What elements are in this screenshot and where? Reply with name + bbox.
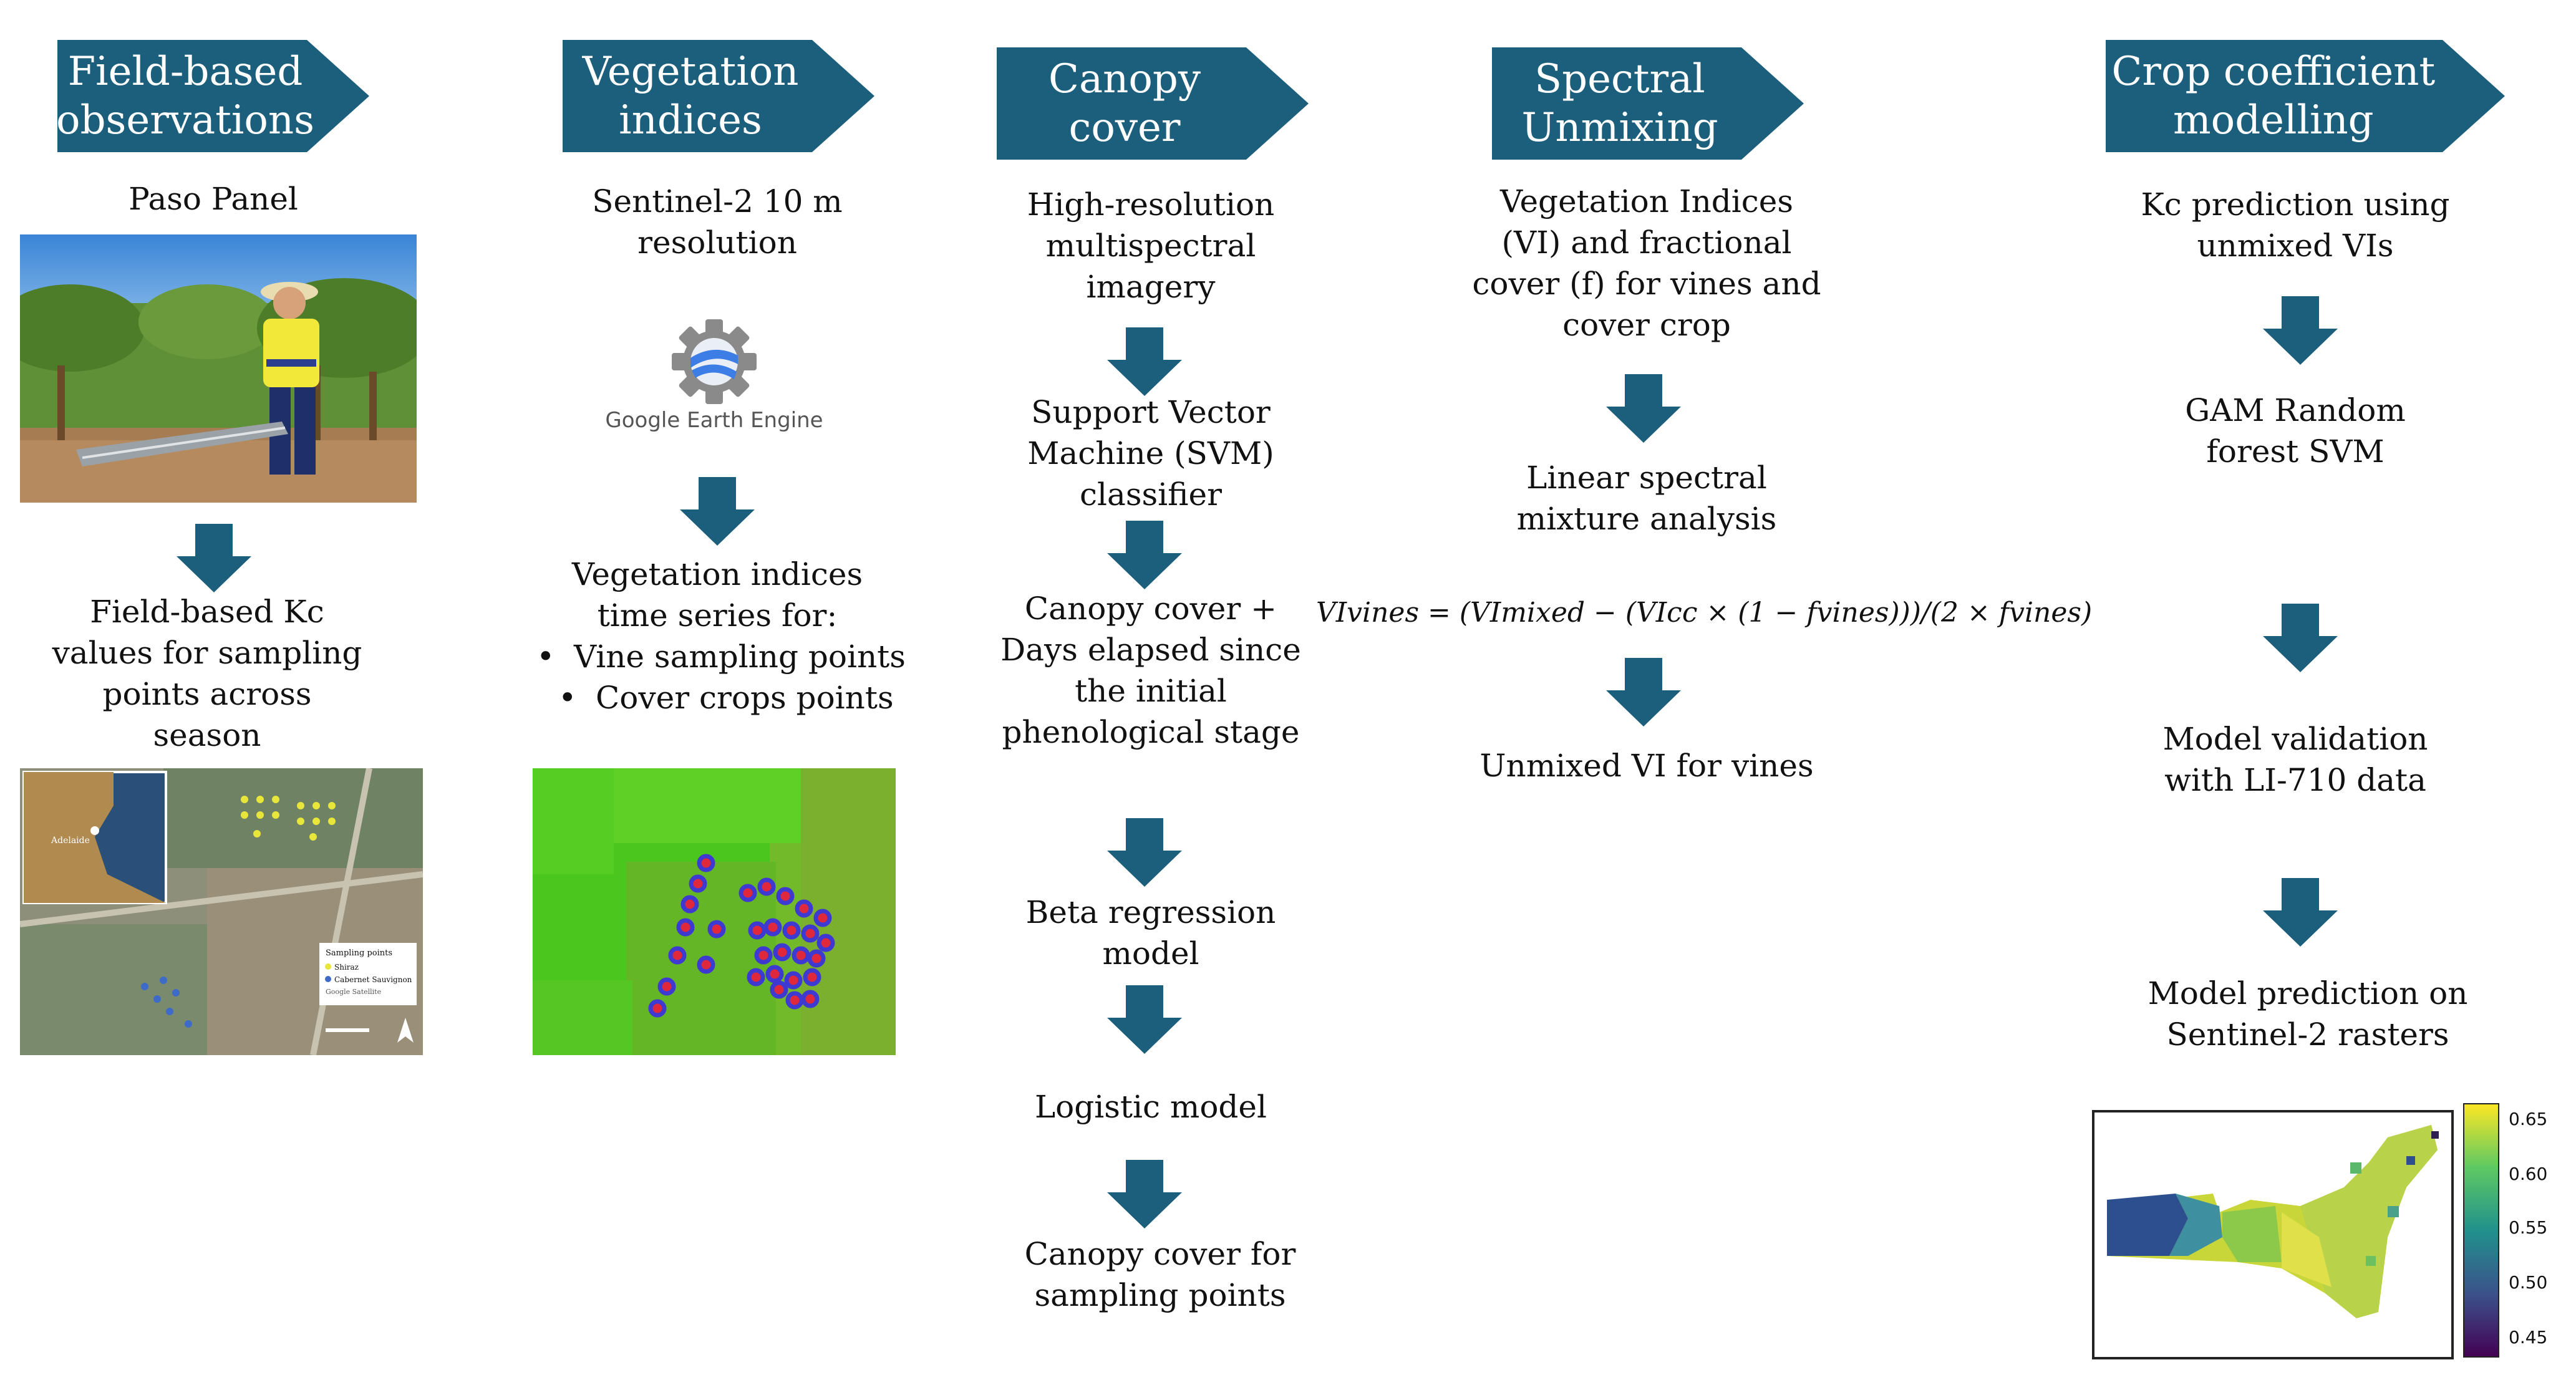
header-canopy-cover: Canopy cover [997, 47, 1309, 160]
header-title: Vegetation indices [582, 49, 799, 143]
down-arrow-icon [2263, 296, 2338, 365]
kc-step-2: GAM Random forest SVM [2185, 392, 2406, 470]
header-title: Field-based observations [56, 49, 314, 143]
field-kc-text: Field-based Kc values for sampling point… [52, 594, 362, 753]
colorbar-tick: 0.50 [2509, 1272, 2548, 1293]
kc-step-1: Kc prediction using unmixed VIs [2141, 186, 2450, 264]
sentinel-field-graphic [533, 768, 896, 1055]
chevron-shape [1492, 47, 1804, 160]
canopy-step-4: Beta regression model [1025, 894, 1276, 972]
header-title: Canopy cover [1048, 56, 1201, 151]
colorbar-tick-labels: 0.65 0.60 0.55 0.50 0.45 [2509, 1109, 2571, 1358]
north-arrow-icon [397, 1018, 414, 1043]
canopy-step-5: Logistic model [1034, 1089, 1267, 1125]
header-crop-coefficient: Crop coefficient modelling [2106, 40, 2505, 152]
unmixing-step-3: Unmixed VI for vines [1479, 748, 1814, 784]
unmixing-step-2: Linear spectral mixture analysis [1516, 460, 1777, 537]
colorbar-tick: 0.55 [2509, 1217, 2548, 1238]
chevron-shape [2106, 40, 2505, 152]
down-arrow-icon [1606, 658, 1681, 726]
canopy-step-2: Support Vector Machine (SVM) classifier [1027, 394, 1274, 513]
kc-step-4: Model prediction on Sentinel-2 rasters [2147, 975, 2468, 1053]
header-vegetation-indices: Vegetation indices [563, 40, 874, 152]
down-arrow-icon [1606, 374, 1681, 443]
unmixing-equation: VIvines = (VImixed − (VIcc × (1 − fvines… [1316, 597, 2093, 629]
vi-time-series-text: Vegetation indices time series for: [571, 556, 863, 634]
kc-step-3: Model validation with LI-710 data [2162, 721, 2428, 798]
colorbar-tick: 0.45 [2509, 1327, 2548, 1348]
sentinel-field-image [533, 768, 896, 1055]
chevron-shape [997, 47, 1309, 160]
map-label-adelaide: Adelaide [51, 836, 90, 846]
down-arrow-icon [1107, 985, 1182, 1054]
map-legend-title: Sampling points [326, 948, 392, 958]
map-legend-shiraz: Shiraz [334, 963, 359, 972]
kc-colorbar [2462, 1103, 2500, 1358]
google-earth-engine-gear-icon [672, 319, 757, 404]
kc-raster-map [2092, 1110, 2454, 1359]
header-spectral-unmixing: Spectral Unmixing [1492, 47, 1804, 160]
canopy-step-1: High-resolution multispectral imagery [1027, 186, 1275, 305]
header-title: Crop coefficient modelling [2111, 49, 2436, 143]
down-arrow-icon [1107, 327, 1182, 396]
bullet-cover-crops: Cover crops points [596, 680, 894, 716]
map-legend-cabernet: Cabernet Sauvignon [334, 975, 412, 984]
down-arrow-icon [2263, 604, 2338, 672]
gee-logo-text: Google Earth Engine [605, 408, 823, 433]
chevron-shape [57, 40, 369, 152]
header-field-observations: Field-based observations [56, 40, 369, 152]
down-arrow-icon [1107, 1160, 1182, 1228]
down-arrow-icon [1107, 521, 1182, 589]
sampling-map: Adelaide Sampling points Shiraz Cabernet… [20, 768, 423, 1055]
kc-raster-graphic [2107, 1125, 2439, 1318]
field-photo [20, 234, 417, 503]
bullet-dot-icon: • [536, 639, 555, 675]
colorbar-tick: 0.60 [2509, 1164, 2548, 1184]
bullet-vine-sampling: Vine sampling points [574, 639, 906, 675]
header-title: Spectral Unmixing [1521, 56, 1718, 151]
down-arrow-icon [680, 477, 755, 546]
field-photo-illustration [20, 234, 417, 503]
canopy-step-6: Canopy cover for sampling points [1024, 1236, 1296, 1313]
sentinel-text: Sentinel-2 10 m resolution [592, 183, 843, 261]
unmixing-step-1: Vegetation Indices (VI) and fractional c… [1472, 183, 1821, 343]
down-arrow-icon [1107, 818, 1182, 887]
map-legend-source: Google Satellite [326, 988, 381, 996]
down-arrow-icon [2263, 878, 2338, 947]
bullet-dot-icon: • [558, 680, 577, 716]
paso-panel-label: Paso Panel [128, 181, 298, 217]
canopy-step-3: Canopy cover + Days elapsed since the in… [1000, 591, 1301, 750]
vine-sampling-points [648, 854, 835, 1018]
colorbar-tick: 0.65 [2509, 1109, 2548, 1129]
sampling-map-graphic: Adelaide Sampling points Shiraz Cabernet… [20, 768, 423, 1055]
down-arrow-icon [177, 524, 251, 592]
colorbar-gradient [2463, 1103, 2499, 1358]
chevron-shape [563, 40, 874, 152]
